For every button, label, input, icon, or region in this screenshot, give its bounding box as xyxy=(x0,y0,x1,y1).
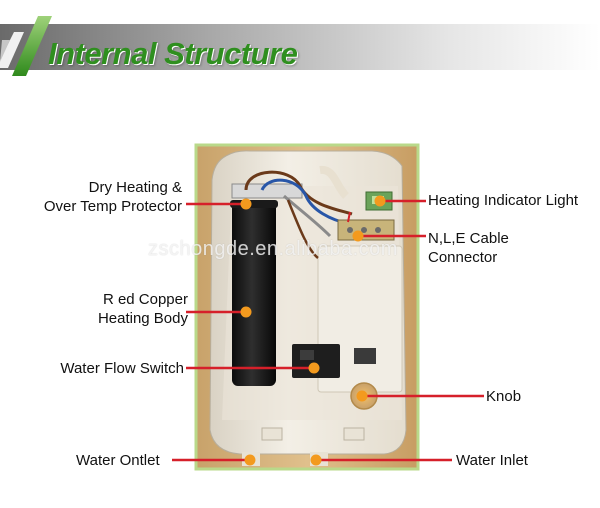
terminal-block xyxy=(231,183,303,199)
callout-copper-line2: Heating Body xyxy=(97,310,188,327)
callout-copper-body: R ed Copper Heating Body xyxy=(12,290,188,328)
marker-indicator xyxy=(374,195,386,207)
wire-grey xyxy=(283,194,332,238)
callout-flow-switch: Water Flow Switch xyxy=(60,360,184,377)
marker-connector xyxy=(352,230,364,242)
banner-graphic xyxy=(0,16,600,76)
watermark-text: zschongde.en.alibaba.com xyxy=(148,238,398,260)
callout-heating-indicator: Heating Indicator Light xyxy=(428,192,579,209)
callout-dry-heating-line2: Over Temp Protector xyxy=(43,198,182,215)
heating-cylinder xyxy=(232,202,276,386)
callout-copper-line1: R ed Copper xyxy=(102,291,188,308)
connector-screw-2 xyxy=(361,227,367,233)
banner-stripe-1 xyxy=(12,16,52,76)
leader-lines xyxy=(172,199,484,462)
marker-inlet xyxy=(310,454,322,466)
callout-cable-connector: N,L,E Cable Connector xyxy=(428,229,509,267)
callout-dry-heating: Dry Heating & Over Temp Protector xyxy=(12,178,182,216)
marker-dry-heating xyxy=(240,198,252,210)
callout-knob: Knob xyxy=(486,388,522,405)
marker-flow-switch xyxy=(308,362,320,374)
marker-knob xyxy=(356,390,368,402)
page-title: Internal Structure xyxy=(48,36,298,71)
callout-dry-heating-line1: Dry Heating & xyxy=(88,179,182,196)
banner-stripe-2 xyxy=(0,32,24,68)
wire-blue xyxy=(260,178,351,226)
connector-screw-1 xyxy=(347,227,353,233)
callout-outlet: Water Ontlet xyxy=(76,452,160,469)
banner-stripe-3 xyxy=(0,40,10,62)
marker-copper xyxy=(240,306,252,318)
base-port-right xyxy=(343,427,365,441)
flow-switch-detail xyxy=(300,350,314,360)
cover-window xyxy=(354,348,376,364)
cable-sheath xyxy=(319,165,350,199)
callout-inlet: Water Inlet xyxy=(456,452,528,469)
marker-outlet xyxy=(244,454,256,466)
markers xyxy=(240,195,386,466)
wire-brown-2 xyxy=(286,199,319,259)
title-banner: Internal Structure xyxy=(0,10,600,82)
callout-cable-line1: N,L,E Cable xyxy=(428,230,509,247)
base-port-left xyxy=(261,427,283,441)
wire-red xyxy=(347,211,351,223)
connector-screw-3 xyxy=(375,227,381,233)
banner-bar xyxy=(0,24,600,70)
callout-cable-line2: Connector xyxy=(428,249,498,266)
